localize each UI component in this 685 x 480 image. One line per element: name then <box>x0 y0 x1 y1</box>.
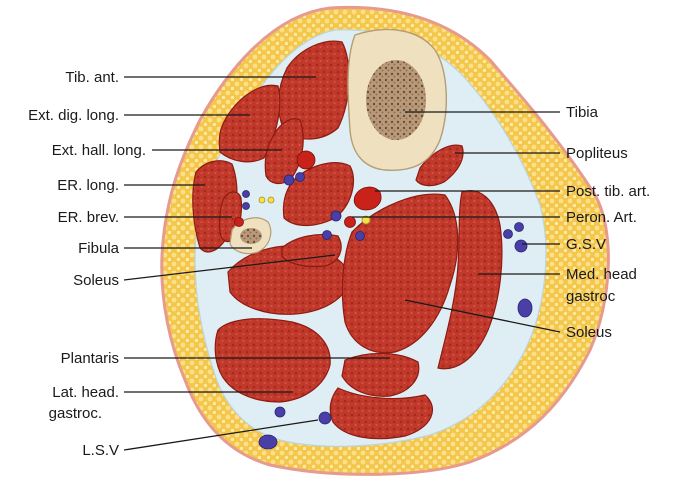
superficial-peroneal-nerve <box>258 196 266 204</box>
tibia-marrow <box>366 60 426 140</box>
great-saphenous-vein-2 <box>514 222 524 232</box>
label-peron-art: Peron. Art. <box>566 209 637 226</box>
extensor-digitorum-longus-muscle <box>218 84 281 163</box>
label-plantaris: Plantaris <box>61 350 119 367</box>
peroneal-vein-2 <box>242 202 250 210</box>
label-lat-head-line1: Lat. head. <box>52 384 119 401</box>
label-gsv: G.S.V <box>566 236 606 253</box>
deep-peroneal-nerve <box>267 196 275 204</box>
label-er-long: ER. long. <box>57 177 119 194</box>
label-soleus-left: Soleus <box>73 272 119 289</box>
gastrocnemius-lower-part-muscle <box>329 387 434 440</box>
fibula-marrow <box>240 228 262 244</box>
label-lsv: L.S.V <box>82 442 119 459</box>
leader-lsv <box>123 419 319 451</box>
anterior-tibial-vein-2 <box>295 172 305 182</box>
great-saphenous-vein-1 <box>503 229 513 239</box>
lateral-head-gastrocnemius-muscle <box>214 318 331 403</box>
label-fibula: Fibula <box>78 240 120 257</box>
lesser-saphenous-vein <box>318 411 332 425</box>
flexor-hallucis-longus-muscle <box>281 233 342 268</box>
peroneal-artery <box>344 216 356 228</box>
label-post-tib-art: Post. tib. art. <box>566 183 650 200</box>
plantaris-muscle <box>341 352 420 397</box>
lsv-tributary-2 <box>258 434 278 450</box>
popliteus-muscle <box>415 144 464 187</box>
soleus-muscle <box>341 193 459 354</box>
peroneal-vein-3 <box>355 231 365 241</box>
anterior-tibial-vein-1 <box>283 174 295 186</box>
label-ext-dig-long: Ext. dig. long. <box>28 107 119 124</box>
label-lat-head-line2: gastroc. <box>49 405 102 422</box>
lateral-small-artery <box>234 217 244 227</box>
lsv-tributary-1 <box>274 406 286 418</box>
label-soleus-right: Soleus <box>566 324 612 341</box>
label-med-head-line1: Med. head <box>566 266 637 283</box>
label-med-head-line2: gastroc <box>566 288 616 305</box>
anterior-tibial-artery <box>296 150 316 170</box>
posterior-tibial-vein-1 <box>330 210 342 222</box>
leader-soleus-right <box>404 299 561 333</box>
label-tib-ant: Tib. ant. <box>65 69 119 86</box>
tibial-nerve <box>361 215 371 225</box>
leader-soleus-left <box>123 254 336 281</box>
superficial-vein <box>517 298 533 318</box>
great-saphenous-vein-3 <box>514 239 528 253</box>
posterior-tibial-artery <box>353 186 382 211</box>
label-er-brev: ER. brev. <box>58 209 119 226</box>
label-popliteus: Popliteus <box>566 145 628 162</box>
label-ext-hall-long: Ext. hall. long. <box>52 142 146 159</box>
posterior-tibial-vein-2 <box>322 230 332 240</box>
peroneal-vein-1 <box>242 190 250 198</box>
label-tibia: Tibia <box>566 104 599 121</box>
medial-head-gastrocnemius-muscle <box>437 190 503 370</box>
